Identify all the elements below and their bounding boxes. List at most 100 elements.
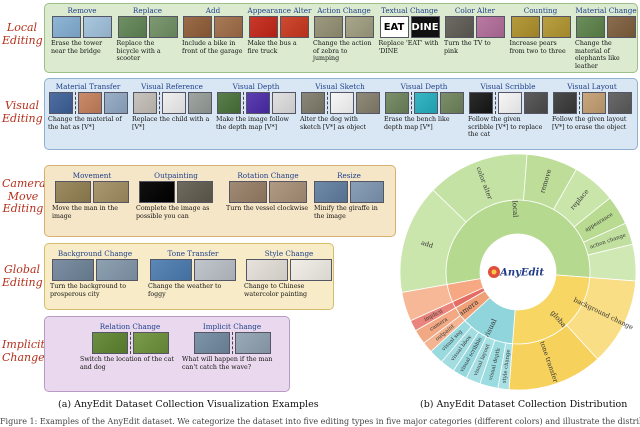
global-example-title: Background Change (57, 249, 133, 258)
camera-example-instruction: Turn the vessel clockwise (226, 205, 309, 212)
source-image (139, 181, 175, 203)
edited-image (271, 92, 296, 114)
visual-example-title: Visual Sketch (315, 82, 365, 91)
visual-example-title: Visual Reference (141, 82, 203, 91)
local-example-images (182, 16, 244, 38)
local-example-instruction: Replace 'EAT' with 'DINE (378, 40, 439, 55)
source-image (117, 16, 147, 38)
visual-example-instruction: Follow the given scribble [V*] to replac… (468, 116, 543, 139)
global-example-images (50, 259, 140, 281)
local-editing-panel (44, 3, 638, 73)
visual-example-title: Visual Scribble (480, 82, 536, 91)
global-example-title: Tone Transfer (167, 249, 219, 258)
source-image (91, 332, 128, 354)
local-example-instruction: Replace the bicycle with a scooter (116, 40, 161, 63)
source-image (552, 92, 577, 114)
source-image (150, 259, 192, 281)
category-camera-move-editing: Camera Move Editing (2, 177, 46, 216)
visual-example-title: Visual Layout (567, 82, 617, 91)
implicit-example-images (80, 332, 180, 354)
implicit-example-instruction: What will happen if the man can't catch … (182, 356, 273, 371)
camera-example-images (226, 181, 310, 203)
visual-example-instruction: Erase the bench like depth map [V*] (384, 116, 450, 131)
separator-dash (74, 92, 76, 114)
implicit-example-title: Relation Change (99, 322, 161, 331)
separator-dash (242, 92, 244, 114)
local-example-instruction: Make the bus a fire truck (247, 40, 297, 55)
local-example-images (117, 16, 179, 38)
edited-image (279, 16, 309, 38)
edited-image (148, 16, 178, 38)
visual-example-images (552, 92, 632, 114)
local-example-instruction: Erase the tower near the bridge (51, 40, 103, 55)
visual-example-images (468, 92, 548, 114)
sunburst-label: style change (502, 349, 512, 383)
sunburst-outer-other (401, 284, 453, 322)
local-example-images (575, 16, 637, 38)
global-example-instruction: Change to Chinese watercolor painting (244, 283, 308, 298)
camera-example-images (136, 181, 216, 203)
edited-image (194, 259, 236, 281)
camera-example-title: Rotation Change (237, 171, 299, 180)
separator-dash (410, 92, 412, 114)
category-visual-editing: Visual Editing (2, 99, 43, 125)
source-image (445, 16, 474, 38)
visual-example-images (300, 92, 380, 114)
visual-example-images (216, 92, 296, 114)
visual-example-title: Visual Depth (400, 82, 448, 91)
caption-right: (b) AnyEdit Dataset Collection Distribut… (420, 399, 628, 410)
local-example-images (510, 16, 572, 38)
separator-dash (231, 332, 233, 354)
local-example-title: Textual Change (381, 6, 438, 15)
local-example-title: Action Change (317, 6, 371, 15)
source-image (193, 332, 230, 354)
edited-image (132, 332, 169, 354)
visual-example-instruction: Replace the child with a [V*] (132, 116, 210, 131)
visual-example-instruction: Change the material of the hat as [V*] (48, 116, 122, 131)
local-example-instruction: Increase pears from two to three (509, 40, 566, 55)
edited-image (523, 92, 548, 114)
edited-image (345, 16, 374, 38)
edited-image (439, 92, 464, 114)
source-image (510, 16, 540, 38)
separator-dash (326, 92, 328, 114)
local-example-instruction: Turn the TV to pink (444, 40, 491, 55)
source-image (314, 181, 348, 203)
reference-image (245, 92, 270, 114)
source-image (384, 92, 409, 114)
category-global-editing: Global Editing (2, 263, 43, 289)
edited-image (269, 181, 307, 203)
camera-example-instruction: Move the man in the image (52, 205, 119, 220)
implicit-example-title: Implicit Change (202, 322, 262, 331)
source-image (183, 16, 212, 38)
visual-example-images (384, 92, 464, 114)
local-example-title: Replace (132, 6, 163, 15)
sunburst-center-label: AnyEdit (499, 268, 544, 279)
global-example-images (148, 259, 238, 281)
edited-image (93, 181, 129, 203)
global-example-images (244, 259, 334, 281)
source-image (246, 259, 288, 281)
source-image (576, 16, 605, 38)
global-example-instruction: Turn the background to prosperous city (50, 283, 127, 298)
source-image (48, 92, 73, 114)
edited-image (541, 16, 571, 38)
edited-image (177, 181, 213, 203)
local-example-title: Counting (523, 6, 558, 15)
reference-image (413, 92, 438, 114)
reference-image (77, 92, 102, 114)
edited-image (355, 92, 380, 114)
